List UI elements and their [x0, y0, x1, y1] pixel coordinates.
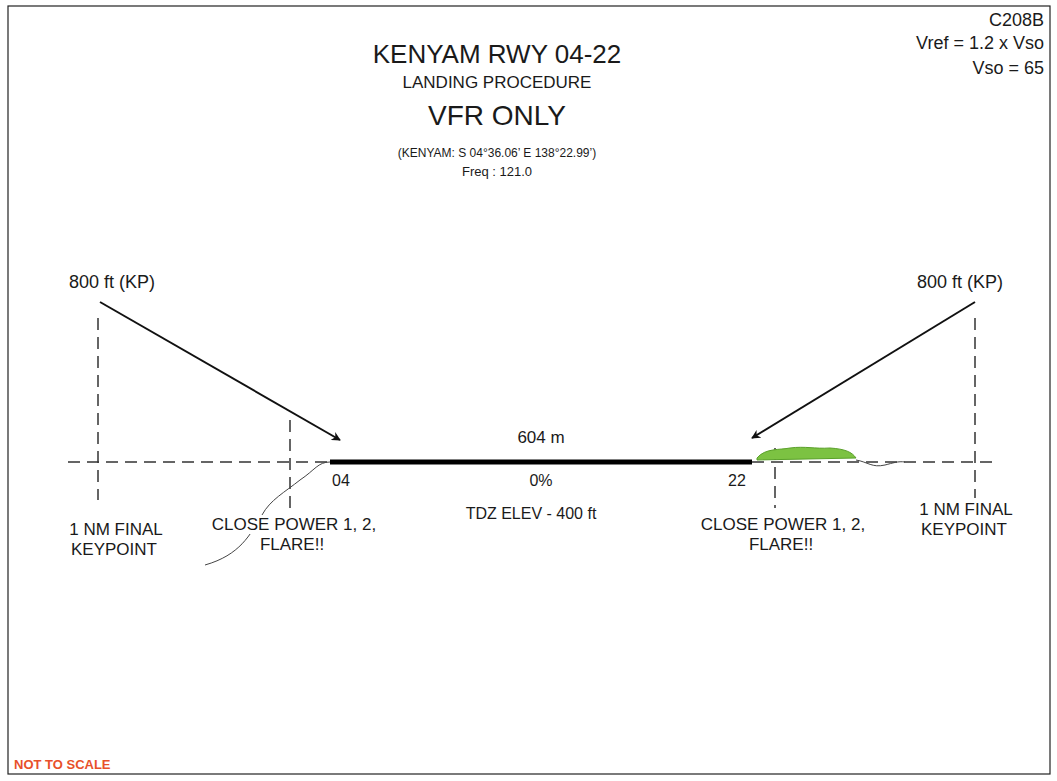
- keypoint-name: 1 NM FINAL KEYPOINT: [910, 500, 1020, 539]
- label-text: 800 ft (KP): [915, 272, 1005, 292]
- label-text: Freq : 121.0: [460, 164, 534, 179]
- label-text: 1 NM FINAL KEYPOINT: [67, 520, 163, 559]
- frequency-note: Freq : 121.0: [347, 165, 647, 180]
- label-text: VFR ONLY: [426, 100, 568, 131]
- label-text: C208B: [987, 10, 1046, 30]
- label-text: LANDING PROCEDURE: [401, 73, 594, 92]
- vegetation: [757, 447, 856, 460]
- label-text: 604 m: [515, 428, 566, 447]
- touchdown-elevation: TDZ ELEV - 400 ft: [421, 505, 641, 523]
- keypoint-dashed-line: [97, 318, 99, 500]
- label-text: 04: [330, 472, 352, 489]
- label-text: NOT TO SCALE: [12, 757, 113, 772]
- approach-arrow: [100, 302, 340, 440]
- keypoint-altitude: 800 ft (KP): [885, 272, 1035, 293]
- aircraft-type: C208B: [846, 10, 1046, 31]
- chart-title: KENYAM RWY 04-22: [297, 40, 697, 70]
- runway-length: 604 m: [481, 428, 601, 448]
- label-text: Vref = 1.2 x Vso: [914, 33, 1046, 53]
- keypoint-name: 1 NM FINAL KEYPOINT: [60, 520, 170, 559]
- scale-warning: NOT TO SCALE: [12, 758, 212, 773]
- speed-note: Vref = 1.2 x Vso: [846, 33, 1046, 54]
- speed-note: Vso = 65: [846, 58, 1046, 79]
- label-text: 0%: [527, 472, 554, 489]
- frame-border: [8, 6, 1050, 774]
- approach-arrow: [752, 302, 975, 438]
- terrain-profile: [856, 460, 905, 466]
- procedure-note: CLOSE POWER 1, 2, FLARE!!: [697, 515, 867, 554]
- ground-dashed-line: [68, 461, 995, 463]
- label-text: CLOSE POWER 1, 2, FLARE!!: [210, 515, 376, 554]
- keypoint-altitude: 800 ft (KP): [37, 272, 187, 293]
- runway: [330, 460, 752, 465]
- label-text: 1 NM FINAL KEYPOINT: [917, 500, 1013, 539]
- label-text: 22: [726, 472, 748, 489]
- procedure-note: CLOSE POWER 1, 2, FLARE!!: [208, 515, 378, 554]
- label-text: Vso = 65: [970, 58, 1046, 78]
- runway-number: 04: [311, 472, 371, 490]
- runway-slope: 0%: [481, 472, 601, 490]
- subtitle: VFR ONLY: [347, 100, 647, 132]
- label-text: CLOSE POWER 1, 2, FLARE!!: [699, 515, 865, 554]
- keypoint-dashed-line: [974, 318, 976, 498]
- subtitle: LANDING PROCEDURE: [297, 73, 697, 93]
- coordinates-note: (KENYAM: S 04°36.06’ E 138°22.99’): [297, 147, 697, 161]
- close-power-dashed-line: [289, 420, 291, 508]
- label-text: (KENYAM: S 04°36.06’ E 138°22.99’): [396, 146, 598, 160]
- label-text: 800 ft (KP): [67, 272, 157, 292]
- label-text: TDZ ELEV - 400 ft: [464, 505, 599, 522]
- runway-number: 22: [707, 472, 767, 490]
